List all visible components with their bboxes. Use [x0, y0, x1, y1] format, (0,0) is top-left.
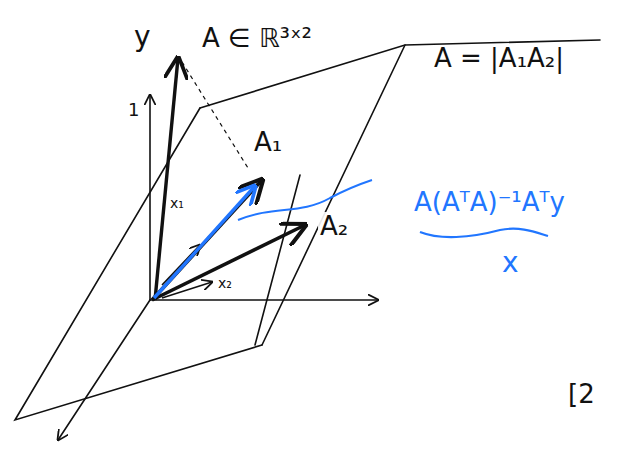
matrix-definition: A = |A₁A₂| — [432, 44, 566, 73]
axis-label: y — [132, 22, 153, 53]
column-space-plane — [15, 40, 600, 420]
coordinate-axes — [58, 95, 378, 440]
variable-label: x — [500, 248, 521, 279]
vector-label: A₁ — [252, 128, 284, 157]
partial-matrix: [2 — [566, 380, 597, 409]
projection-formula: A(AᵀA)⁻¹Aᵀy — [412, 188, 567, 217]
y-vector — [155, 58, 178, 300]
projection-dashed-line — [182, 62, 248, 168]
x2-component — [162, 282, 212, 298]
matrix-dimension: A ∈ ℝ³ˣ² — [200, 24, 314, 53]
component-label: x₁ — [168, 196, 186, 211]
underbrace-squiggle — [420, 229, 548, 237]
tick-label: 1 — [126, 100, 141, 120]
leader-curve — [238, 180, 372, 220]
projection-vector — [154, 186, 255, 298]
a2-vector — [152, 225, 305, 300]
component-label: x₂ — [216, 276, 234, 291]
vector-label: A₂ — [318, 212, 350, 241]
a1-vector — [152, 180, 262, 300]
